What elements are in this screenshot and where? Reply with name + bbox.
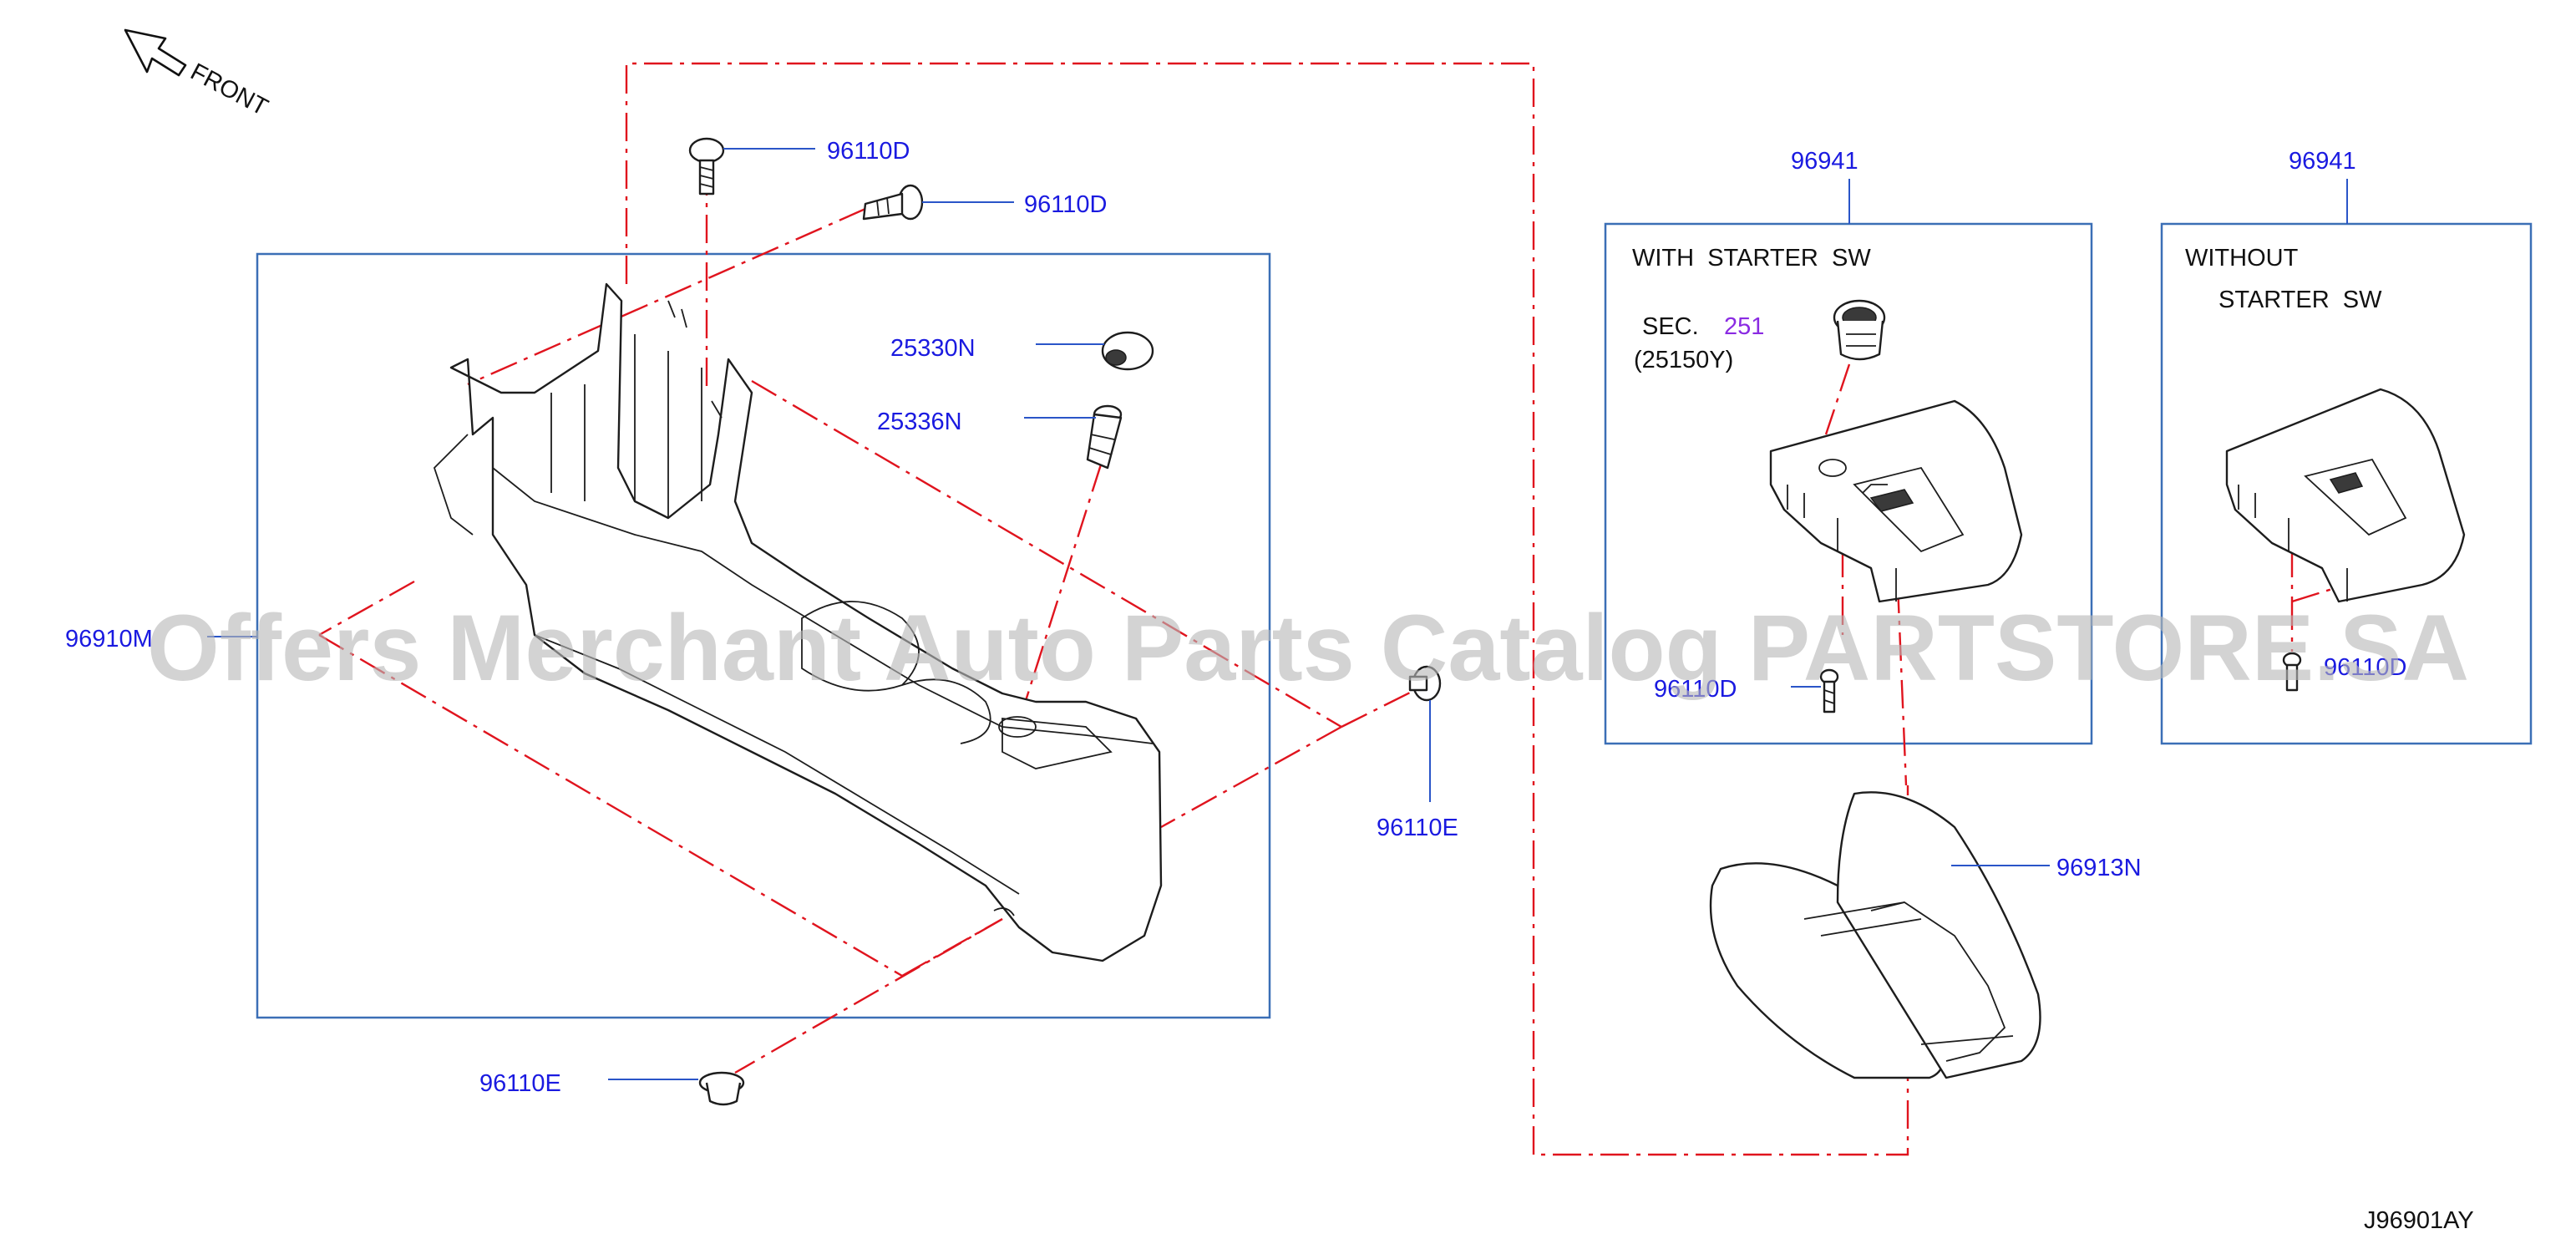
finisher-with-starter: [1769, 399, 2023, 603]
clip-bottom-icon: [698, 1071, 745, 1106]
part-label-console: 96910M: [65, 626, 153, 652]
part-label-finisher-without: 96941: [2289, 148, 2356, 175]
with-starter-heading: WITH STARTER SW: [1632, 245, 1871, 272]
screw-angled-icon: [862, 184, 924, 221]
without-starter-heading-line2: STARTER SW: [2219, 287, 2382, 313]
part-label-finisher-with: 96941: [1791, 148, 1858, 175]
part-label-screw-with: 96110D: [1654, 676, 1737, 703]
screw-without-starter-icon: [2282, 652, 2302, 692]
part-label-screw-side: 96110D: [1024, 191, 1107, 218]
part-label-lid: 96913N: [2056, 855, 2142, 881]
without-starter-heading-line1: WITHOUT: [2185, 245, 2299, 272]
screw-vertical-icon: [688, 137, 725, 195]
front-label: FRONT: [186, 58, 272, 121]
starter-switch-icon: [1833, 299, 1886, 361]
part-label-screw-top: 96110D: [827, 138, 910, 165]
section-part-code: (25150Y): [1634, 347, 1733, 373]
diagram-code: J96901AY: [2364, 1207, 2474, 1234]
clip-right-icon: [1408, 665, 1442, 702]
center-console: [433, 282, 1163, 962]
front-arrow-icon: [124, 28, 187, 77]
leader-lines: [207, 148, 2348, 1080]
part-label-socket: 25336N: [877, 409, 962, 435]
watermark: Offers Merchant Auto Parts Catalog PARTS…: [147, 596, 2469, 700]
console-lid: [1709, 791, 2041, 1079]
cap-icon: [1101, 331, 1154, 371]
section-prefix: SEC.: [1642, 313, 1699, 340]
section-number-link[interactable]: 251: [1724, 313, 1764, 340]
screw-with-starter-icon: [1819, 668, 1839, 713]
part-label-screw-without: 96110D: [2324, 654, 2406, 681]
part-label-cap: 25330N: [890, 335, 976, 362]
part-label-clip-bottom: 96110E: [479, 1070, 561, 1097]
socket-icon: [1086, 404, 1123, 470]
alignment-lines: [318, 62, 2373, 1156]
part-label-clip-right: 96110E: [1377, 815, 1458, 841]
finisher-without-starter: [2225, 388, 2466, 603]
